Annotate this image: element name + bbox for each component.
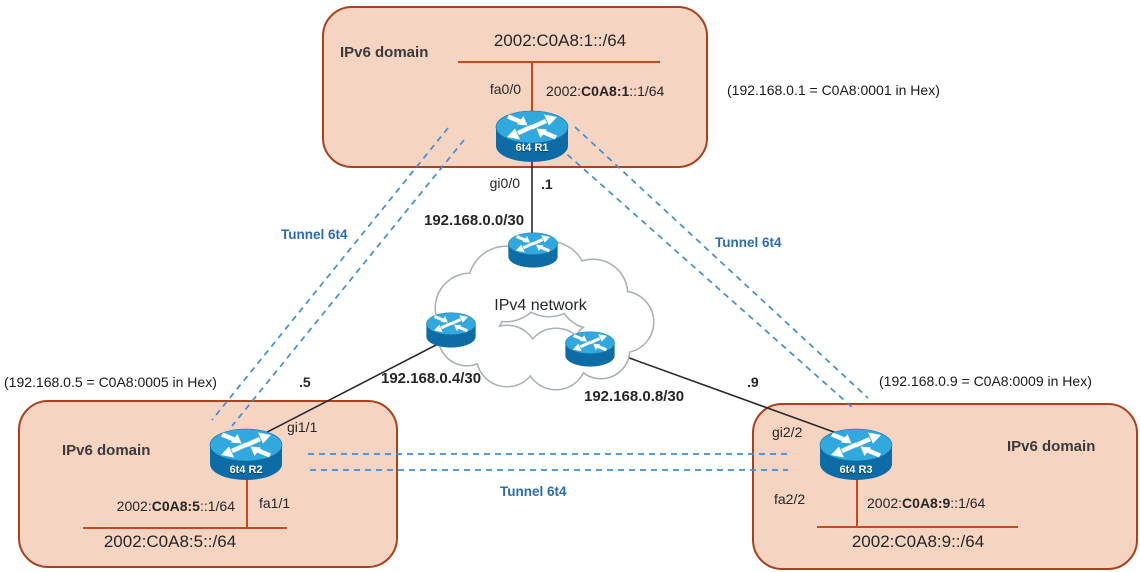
hex-note-top: (192.168.0.1 = C0A8:0001 in Hex) [727,82,940,98]
link-core-r2 [247,343,439,443]
r1-wan-host: .1 [541,176,553,192]
domain-left-title: IPv6 domain [62,442,151,459]
wan-subnet-right: 192.168.0.8/30 [584,388,685,405]
wan-subnet-top: 192.168.0.0/30 [424,212,525,229]
r2-ipv6-address-prefix: 2002: [116,498,152,514]
r2-wan-host: .5 [299,374,311,390]
domain-left-subnet: 2002:C0A8:5::/64 [103,532,237,551]
core-router-top-icon [508,232,558,268]
router-r1-name: 6t4 R1 [515,142,549,154]
domain-top-title: IPv6 domain [340,44,429,61]
r1-wan-interface: gi0/0 [489,175,520,191]
r3-ipv6-address-suffix: ::1/64 [950,495,986,511]
router-r2-name: 6t4 R2 [229,464,263,476]
r3-ipv6-address-bold: C0A8:9 [902,495,951,511]
domain-right-subnet: 2002:C0A8:9::/64 [851,532,985,551]
tunnel-r1-r3-line-b [550,139,854,409]
tunnel-r1-r2-line-a [211,127,449,421]
link-core-r3 [609,350,857,441]
r3-ipv6-address: 2002:C0A8:9::1/64 [867,495,985,511]
r2-ipv6-address-bold: C0A8:5 [151,498,200,514]
tunnel-label-left: Tunnel 6t4 [281,227,348,242]
r3-ipv6-address-prefix: 2002: [867,495,903,511]
r1-ipv6-address-bold: C0A8:1 [581,83,630,99]
r1-lan-interface: fa0/0 [489,81,521,97]
r2-ipv6-address: 2002:C0A8:5::1/64 [103,498,235,514]
r3-wan-host: .9 [747,374,759,390]
r1-ipv6-address: 2002:C0A8:1::1/64 [546,83,664,99]
tunnel-label-right: Tunnel 6t4 [715,235,782,250]
r1-ipv6-address-prefix: 2002: [546,83,582,99]
ipv4-cloud-label: IPv4 network [494,297,587,314]
r2-wan-interface: gi1/1 [287,419,318,435]
router-r3-name: 6t4 R3 [839,464,873,476]
tunnel-r1-r3-line-a [574,126,869,399]
r2-lan-interface: fa1/1 [259,495,291,511]
wan-subnet-left: 192.168.0.4/30 [381,370,482,387]
hex-note-right: (192.168.0.9 = C0A8:0009 in Hex) [879,373,1092,389]
ipv6-domain-box-left [18,400,398,568]
domain-top-subnet: 2002:C0A8:1::/64 [493,31,627,50]
r3-lan-interface: fa2/2 [774,491,806,507]
ipv6-domain-box-right [752,403,1138,570]
r1-ipv6-address-suffix: ::1/64 [629,83,665,99]
core-router-right-icon [565,331,615,367]
r2-ipv6-address-suffix: ::1/64 [199,498,235,514]
tunnel-label-bottom: Tunnel 6t4 [500,484,567,499]
r3-wan-interface: gi2/2 [772,424,803,440]
hex-note-left: (192.168.0.5 = C0A8:0005 in Hex) [4,374,217,390]
domain-right-title: IPv6 domain [1007,438,1096,455]
core-router-left-icon [426,312,476,348]
